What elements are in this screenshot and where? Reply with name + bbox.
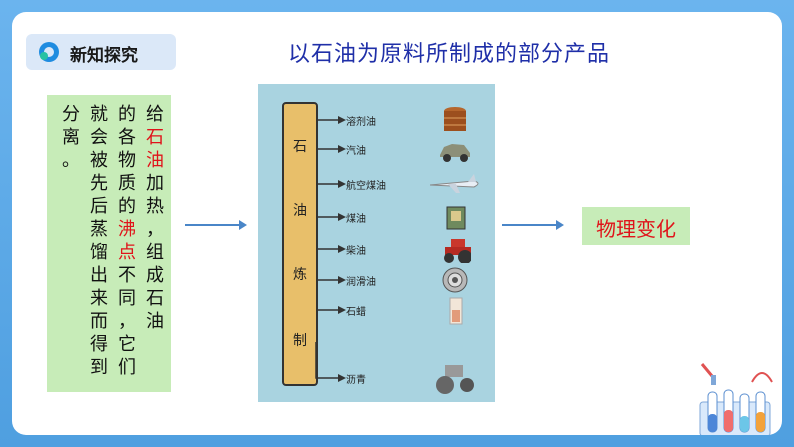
logo-icon: [39, 42, 59, 62]
column-label-char: 石: [293, 139, 307, 155]
text-char: 会: [90, 127, 108, 148]
tractor-icon: [444, 239, 471, 263]
column-label-char: 油: [293, 203, 307, 219]
product-arrow-icon: [316, 306, 346, 314]
text-char: 来: [90, 288, 108, 309]
text-char: 质: [118, 173, 136, 194]
product-arrow-icon: [316, 116, 346, 124]
text-char: 被: [90, 150, 108, 171]
result-box: 物理变化: [582, 207, 690, 245]
product-arrow-icon: [316, 276, 346, 284]
text-char: 们: [118, 357, 136, 378]
product-arrow-icon: [316, 145, 346, 153]
right-arrow-icon: [185, 220, 247, 230]
car-icon: [440, 144, 470, 162]
section-badge: 新知探究: [26, 34, 176, 70]
text-char: 不: [118, 265, 136, 286]
text-char: ，: [118, 311, 136, 332]
product-label: 汽油: [346, 146, 366, 157]
text-char: 分: [62, 104, 80, 125]
text-char: 物: [118, 150, 136, 171]
text-char: 离: [62, 127, 80, 148]
product-label: 石蜡: [346, 307, 366, 318]
product-label: 溶剂油: [346, 117, 376, 128]
text-char: 同: [118, 288, 136, 309]
text-char: 得: [90, 334, 108, 355]
text-char: 成: [146, 265, 164, 286]
text-char: 加: [146, 173, 164, 194]
product-arrow-icon: [316, 245, 346, 253]
text-char: 它: [118, 334, 136, 355]
slide-title: 以石油为原料所制成的部分产品: [287, 42, 610, 67]
vertical-text-column: 的各物质的沸点不同，它们: [115, 103, 139, 379]
product-arrow-icon: [316, 213, 346, 221]
bearing-icon: [442, 267, 468, 293]
vertical-text-column: 分离。: [59, 103, 83, 172]
text-char: 沸: [118, 219, 136, 240]
product-arrow-icon: [315, 342, 346, 382]
text-char: 石: [146, 288, 164, 309]
refining-diagram: 石油炼制 溶剂油汽油航空煤油煤油柴油润滑油石蜡沥青: [258, 84, 495, 402]
result-label: 物理变化: [596, 217, 676, 241]
column-label-char: 炼: [293, 267, 307, 283]
text-char: 石: [146, 127, 164, 148]
text-char: 先: [90, 173, 108, 194]
text-char: 蒸: [90, 219, 108, 240]
text-char: 点: [118, 242, 136, 263]
text-char: 油: [146, 311, 164, 332]
text-char: 到: [90, 357, 108, 378]
slide: 新知探究 以石油为原料所制成的部分产品 给石油加热，组成石油的各物质的沸点不同，…: [12, 12, 782, 435]
airplane-icon: [430, 174, 479, 193]
text-char: 给: [146, 104, 164, 125]
vertical-text-column: 就会被先后蒸馏出来而得到: [87, 103, 111, 379]
right-arrow-icon: [502, 220, 564, 230]
text-char: 的: [118, 196, 136, 217]
text-char: 组: [146, 242, 164, 263]
product-label: 航空煤油: [346, 181, 386, 192]
text-char: 油: [146, 150, 164, 171]
barrel-stack-icon: [444, 107, 466, 131]
section-badge-label: 新知探究: [70, 46, 138, 66]
column-label-char: 制: [293, 333, 307, 349]
lab-glassware-icon: [699, 363, 773, 435]
product-label: 沥青: [346, 375, 366, 386]
explanation-box: 给石油加热，组成石油的各物质的沸点不同，它们就会被先后蒸馏出来而得到分离。: [47, 95, 171, 392]
vertical-text-column: 给石油加热，组成石油: [143, 103, 167, 333]
kerosene-lamp-icon: [446, 206, 466, 230]
text-char: 就: [90, 104, 108, 125]
text-char: ，: [146, 219, 164, 240]
candle-icon: [449, 297, 463, 325]
product-label: 煤油: [346, 214, 366, 225]
text-char: 后: [90, 196, 108, 217]
text-char: 热: [146, 196, 164, 217]
distillation-column: 石油炼制: [282, 102, 318, 386]
text-char: 馏: [90, 242, 108, 263]
road-roller-icon: [436, 365, 474, 394]
text-char: 。: [62, 150, 80, 171]
product-label: 润滑油: [346, 277, 376, 288]
product-label: 柴油: [346, 246, 366, 257]
text-char: 的: [118, 104, 136, 125]
product-arrow-icon: [316, 180, 346, 188]
text-char: 各: [118, 127, 136, 148]
text-char: 而: [90, 311, 108, 332]
text-char: 出: [90, 265, 108, 286]
